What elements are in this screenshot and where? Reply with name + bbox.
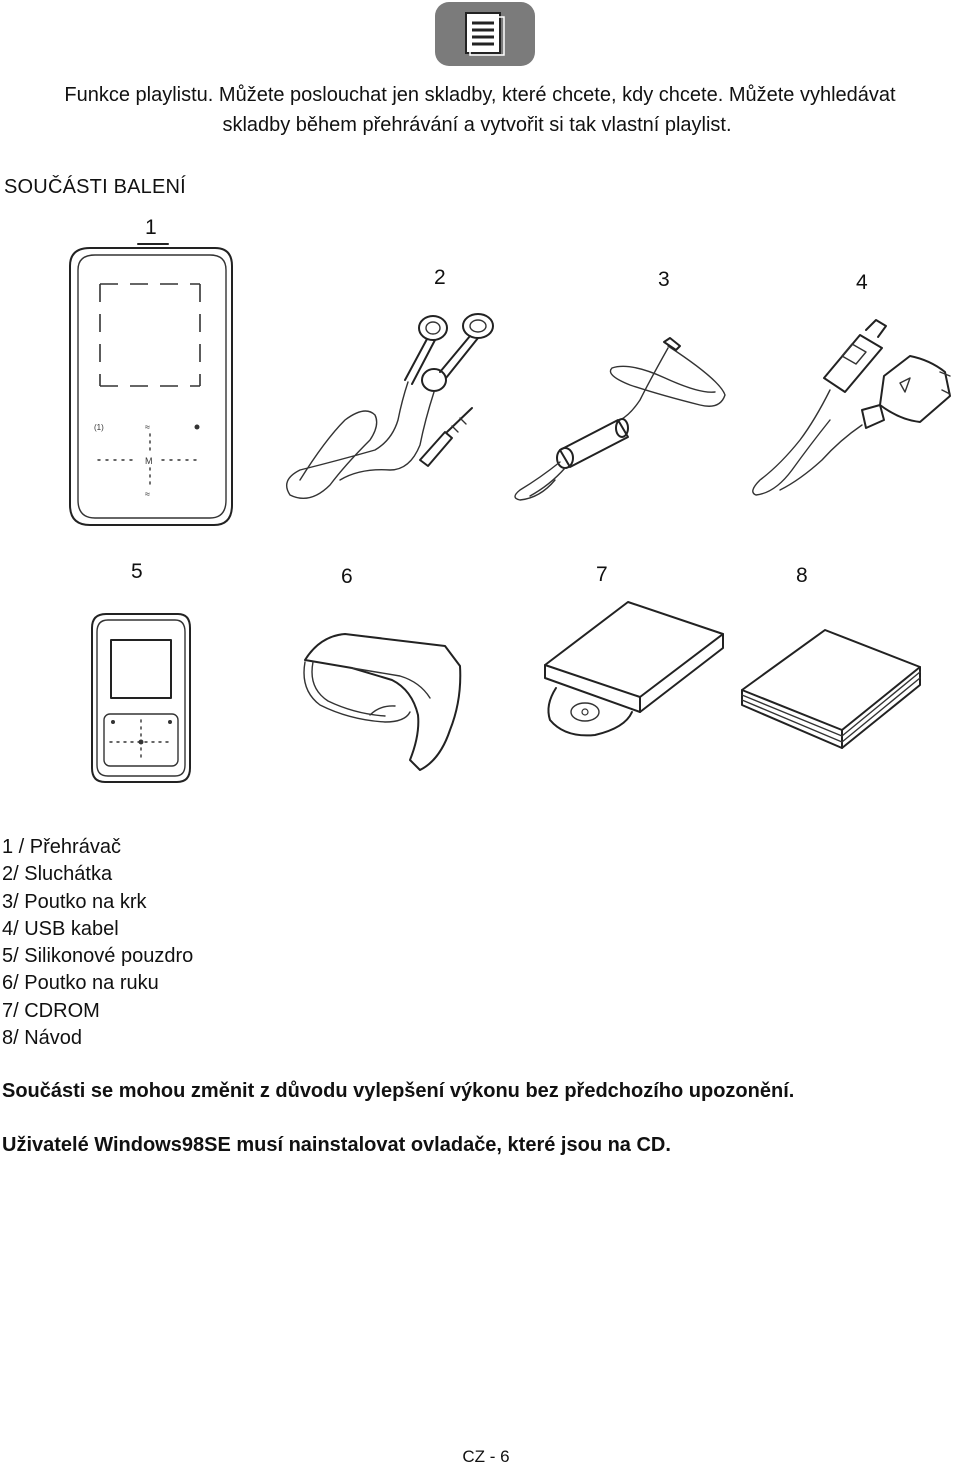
intro-line-1: Funkce playlistu. Můžete poslouchat jen … <box>64 84 896 106</box>
silicone-case-illustration <box>91 613 191 783</box>
chapter-tab <box>435 2 535 66</box>
earphones-illustration <box>286 313 494 499</box>
svg-text:≈: ≈ <box>145 489 150 499</box>
figure-number-6: 6 <box>341 565 353 588</box>
arm-strap-illustration <box>303 633 462 771</box>
cdrom-illustration <box>544 601 724 737</box>
figure-number-2: 2 <box>434 266 446 289</box>
list-item: 4/ USB kabel <box>2 917 119 940</box>
list-item: 1 / Přehrávač <box>2 836 121 858</box>
svg-text:M: M <box>145 456 153 466</box>
figure-number-1: 1 <box>145 216 157 239</box>
document-icon <box>465 12 505 56</box>
usb-cable-illustration <box>752 319 951 496</box>
note-windows98se: Uživatelé Windows98SE musí nainstalovat … <box>2 1134 671 1156</box>
list-item: 6/ Poutko na ruku <box>2 972 159 995</box>
list-item: 2/ Sluchátka <box>2 863 113 886</box>
intro-paragraph: Funkce playlistu. Můžete poslouchat jen … <box>0 80 960 140</box>
list-item: 3/ Poutko na krk <box>2 890 147 913</box>
svg-text:≈: ≈ <box>145 422 150 432</box>
section-title: SOUČÁSTI BALENÍ <box>4 176 186 198</box>
list-item: 5/ Silikonové pouzdro <box>2 945 194 968</box>
svg-text:(1): (1) <box>94 423 104 432</box>
package-illustration: (1) ≈ ≈ M <box>69 243 951 783</box>
figure-number-8: 8 <box>796 564 808 587</box>
intro-line-2: skladby během přehrávání a vytvořit si t… <box>222 114 732 136</box>
figure-number-5: 5 <box>131 560 143 583</box>
figure-number-3: 3 <box>658 268 670 291</box>
figure-number-7: 7 <box>596 563 608 586</box>
parts-list: 1 / Přehrávač 2/ Sluchátka 3/ Poutko na … <box>2 834 193 1052</box>
manual-illustration <box>741 629 921 749</box>
note-components-change: Součásti se mohou změnit z důvodu vylepš… <box>2 1080 795 1102</box>
list-item: 8/ Návod <box>2 1027 83 1050</box>
page-number: CZ - 6 <box>462 1447 510 1466</box>
player-illustration: (1) ≈ ≈ M <box>69 243 233 526</box>
neck-strap-illustration <box>514 337 726 501</box>
figure-number-4: 4 <box>856 271 868 294</box>
list-item: 7/ CDROM <box>2 999 100 1022</box>
